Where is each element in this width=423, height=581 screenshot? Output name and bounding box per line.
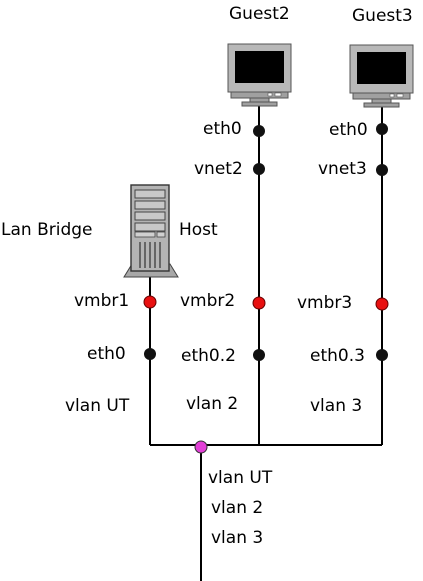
guest2-monitor-icon: [227, 43, 292, 107]
ports: [143, 123, 389, 454]
vmbr1-port: [143, 295, 157, 309]
vmbr3-port: [375, 297, 389, 311]
guest3-eth0-label: eth0: [329, 120, 368, 140]
host-eth0-port: [144, 348, 156, 360]
host-server-tower-icon: [123, 184, 179, 278]
vnet3-label: vnet3: [318, 159, 367, 179]
host-label: Host: [179, 220, 218, 240]
trunk-vlan-2-label: vlan 2: [211, 498, 263, 518]
guest2-eth0-port: [253, 125, 265, 137]
eth0-2-label: eth0.2: [181, 346, 236, 366]
eth0-2-port: [253, 349, 265, 361]
vlan-2-label: vlan 2: [186, 394, 238, 414]
lan-bridge-label: Lan Bridge: [1, 220, 92, 240]
trunk-vlan-3-label: vlan 3: [211, 528, 263, 548]
vmbr3-label: vmbr3: [297, 293, 352, 313]
labels: Guest2 Guest3 Lan Bridge Host eth0 vnet2…: [1, 4, 413, 548]
vlan-ut-label: vlan UT: [65, 396, 130, 416]
trunk-junction: [194, 440, 208, 454]
vmbr2-port: [252, 296, 266, 310]
vnet3-port: [376, 164, 388, 176]
trunk-vlan-ut-label: vlan UT: [208, 468, 273, 488]
guest3-label: Guest3: [352, 6, 413, 26]
eth0-3-label: eth0.3: [310, 346, 365, 366]
host-eth0-label: eth0: [87, 344, 126, 364]
guest2-label: Guest2: [229, 4, 290, 24]
guest2-eth0-label: eth0: [203, 119, 242, 139]
eth0-3-port: [376, 349, 388, 361]
vmbr2-label: vmbr2: [180, 291, 235, 311]
vlan-3-label: vlan 3: [310, 396, 362, 416]
guest3-monitor-icon: [349, 44, 414, 108]
vnet2-port: [253, 163, 265, 175]
vnet2-label: vnet2: [194, 159, 243, 179]
vmbr1-label: vmbr1: [74, 291, 129, 311]
guest3-eth0-port: [376, 123, 388, 135]
